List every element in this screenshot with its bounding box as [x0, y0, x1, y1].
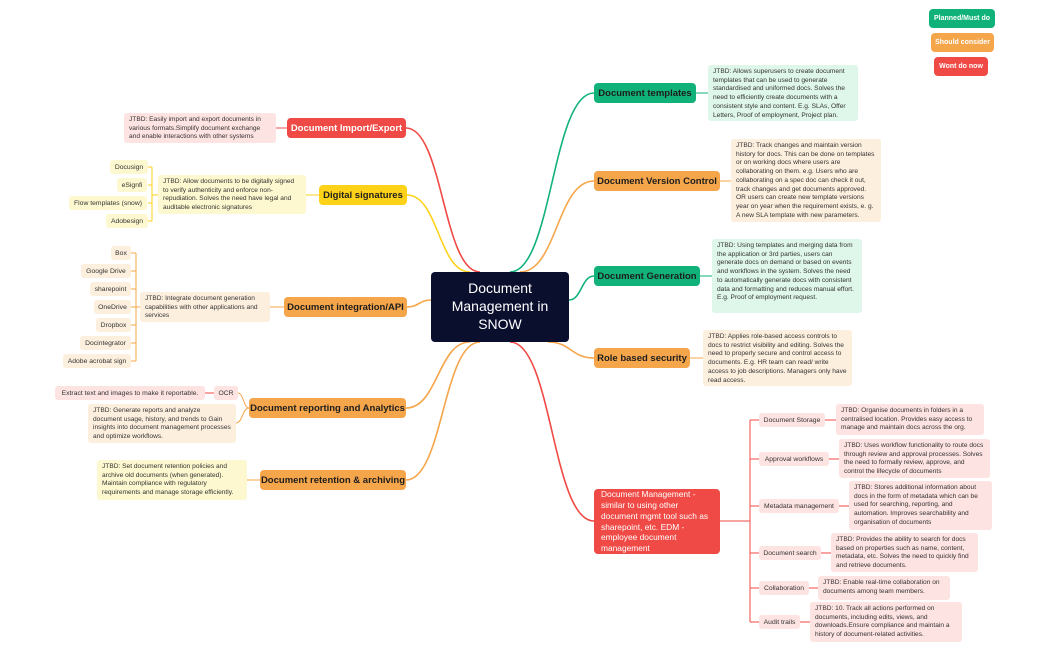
topic-document-import-export[interactable]: Document Import/Export [287, 118, 406, 138]
subtopic-collaboration[interactable]: Collaboration [759, 581, 809, 595]
note-document-search: JTBD: Provides the ability to search for… [831, 533, 978, 572]
legend-planned: Planned/Must do [929, 9, 995, 28]
link-security [547, 341, 595, 359]
integration-leaf-box[interactable]: Box [111, 246, 131, 260]
note-role-based-security: JTBD: Applies role-based access controls… [703, 330, 852, 386]
integration-leaf-adobe-acrobat-sign[interactable]: Adobe acrobat sign [63, 354, 131, 368]
signature-leaf-adobesign[interactable]: Adobesign [106, 214, 148, 228]
link-version-control [519, 180, 595, 273]
central-topic[interactable]: Document Management in SNOW [431, 272, 569, 342]
subtopic-metadata-management[interactable]: Metadata management [759, 499, 839, 513]
note-audit-trails: JTBD: 10. Track all actions performed on… [810, 602, 962, 642]
legend-wont-do: Wont do now [934, 57, 988, 76]
note-digital-signatures: JTBD: Allow documents to be digitally si… [158, 175, 306, 214]
topic-document-integration-api[interactable]: Document integration/API [284, 297, 407, 317]
topic-role-based-security[interactable]: Role based security [594, 348, 690, 368]
link-ocr [237, 392, 250, 409]
note-ocr: Extract text and images to make it repor… [55, 386, 205, 400]
note-document-import-export: JTBD: Easily import and export documents… [124, 113, 276, 143]
topic-document-retention-archiving[interactable]: Document retention & archiving [260, 470, 406, 490]
subtopic-approval-workflows[interactable]: Approval workflows [759, 452, 829, 466]
note-document-retention-archiving: JTBD: Set document retention policies an… [97, 460, 247, 500]
integration-leaf-google-drive[interactable]: Google Drive [81, 264, 131, 278]
link-generation [568, 275, 595, 301]
topic-document-reporting-analytics[interactable]: Document reporting and Analytics [249, 398, 406, 418]
integration-leaf-docintegrator[interactable]: Docintegrator [80, 336, 131, 350]
topic-digital-signatures[interactable]: Digital signatures [319, 185, 407, 205]
integration-leaf-dropbox[interactable]: Dropbox [96, 318, 131, 332]
reporting-leaf-ocr[interactable]: OCR [214, 386, 238, 400]
note-document-integration-api: JTBD: Integrate document generation capa… [140, 292, 270, 322]
link-import [405, 127, 481, 273]
note-document-storage: JTBD: Organise documents in folders in a… [836, 404, 984, 435]
signature-leaf-docusign[interactable]: Docusign [110, 160, 148, 174]
link-retention [405, 341, 481, 481]
link-templates [509, 92, 595, 273]
subtopic-document-storage[interactable]: Document Storage [759, 413, 825, 427]
link-edm [509, 341, 595, 522]
topic-document-generation[interactable]: Document Generation [594, 266, 700, 286]
link-signatures [406, 194, 471, 273]
topic-document-version-control[interactable]: Document Version Control [594, 171, 720, 191]
link-integration [406, 299, 432, 308]
note-document-reporting-analytics: JTBD: Generate reports and analyze docum… [88, 404, 236, 443]
integration-leaf-onedrive[interactable]: OneDrive [94, 300, 131, 314]
link-note-reporting [235, 407, 250, 424]
legend-should-consider: Should consider [931, 33, 994, 52]
topic-document-management-edm[interactable]: Document Management - similar to using o… [594, 489, 720, 554]
note-document-templates: JTBD: Allows superusers to create docume… [708, 65, 858, 121]
note-collaboration: JTBD: Enable real-time collaboration on … [818, 576, 950, 600]
subtopic-audit-trails[interactable]: Audit trails [759, 615, 800, 629]
integration-leaf-sharepoint[interactable]: sharepoint [90, 282, 131, 296]
signature-leaf-flow-templates[interactable]: Flow templates (snow) [69, 196, 147, 210]
link-reporting [405, 341, 471, 409]
note-metadata-management: JTBD: Stores additional information abou… [849, 481, 992, 530]
note-document-generation: JTBD: Using templates and merging data f… [712, 239, 862, 313]
subtopic-document-search[interactable]: Document search [759, 546, 821, 560]
topic-document-templates[interactable]: Document templates [594, 83, 696, 103]
note-approval-workflows: JTBD: Uses workflow functionality to rou… [839, 439, 990, 478]
signature-leaf-esignfi[interactable]: eSignfi [117, 178, 147, 192]
note-document-version-control: JTBD: Track changes and maintain version… [731, 139, 881, 222]
